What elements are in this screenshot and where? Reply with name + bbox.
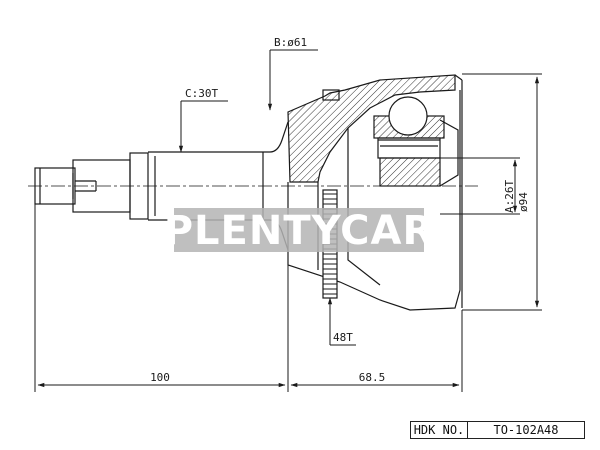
housing-body: [287, 74, 463, 311]
label-spline-shaft: C:30T: [185, 87, 218, 100]
label-abs-ring: 48T: [333, 331, 353, 344]
leader-spline-shaft: [178, 100, 228, 153]
leader-abs-ring: [327, 297, 356, 346]
watermark: PLENTYCAR: [164, 208, 435, 254]
title-block-label: HDK NO.: [410, 421, 468, 439]
label-bearing-diameter: B:ø61: [274, 36, 307, 49]
housing-section-upper: [287, 74, 456, 183]
ball: [388, 96, 428, 136]
watermark-text: PLENTYCAR: [164, 208, 435, 254]
label-length-shaft: 100: [150, 371, 170, 384]
title-block-part-number: TO-102A48: [467, 421, 585, 439]
dimension-lengths: [34, 204, 463, 392]
label-outer-diameter: ø94: [517, 192, 530, 212]
dimension-inner-spline: [440, 73, 542, 311]
leader-bearing: [267, 49, 318, 111]
label-inner-spline: A:26T: [503, 180, 516, 213]
boot-clamp: [322, 89, 340, 101]
label-length-body: 68.5: [359, 371, 386, 384]
